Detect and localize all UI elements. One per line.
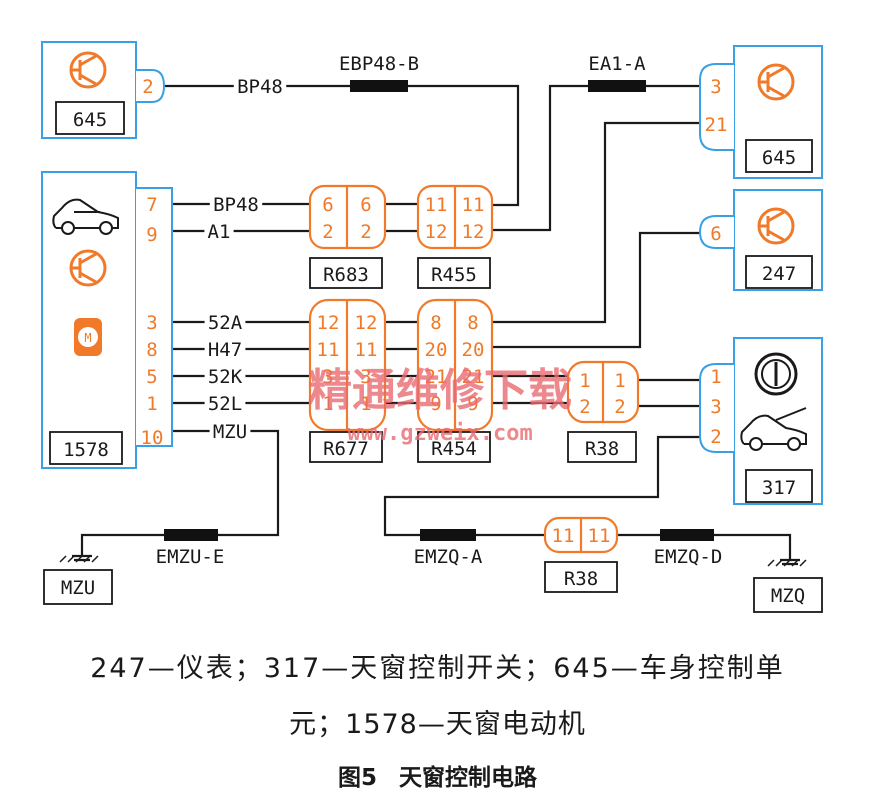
connector-code-r454: R454 (431, 438, 477, 460)
pin-r455-left-1: 12 (425, 221, 448, 243)
pin-645a: 2 (142, 76, 153, 98)
figure-caption: 天窗控制电路 (399, 765, 537, 791)
pin-1578-4: 5 (146, 366, 157, 388)
wire-ea1 (492, 84, 700, 232)
pin-r38a-right-0: 1 (614, 370, 625, 392)
wire-r38-317 (638, 378, 700, 408)
pin-247: 6 (710, 223, 721, 245)
wire-label-52a: 52A (208, 312, 243, 334)
splice-ebp48 (350, 80, 408, 92)
pin-317-1: 3 (710, 396, 721, 418)
pin-317-0: 1 (710, 366, 721, 388)
wire-label-52k: 52K (208, 366, 243, 388)
watermark-url: www.gzweix.com (347, 421, 532, 446)
bcm-icon (757, 207, 795, 245)
pin-r38b-left-0: 11 (552, 525, 575, 547)
figure-number: 图5 (337, 765, 377, 791)
bcm-icon (757, 63, 795, 101)
connector-code-r38a: R38 (585, 438, 619, 460)
wire-247-6 (492, 231, 700, 349)
wire-label-bp48: BP48 (213, 194, 259, 216)
ground-label-mzq: MZQ (771, 585, 805, 607)
module-code-645-a: 645 (73, 109, 107, 131)
pin-1578-0: 7 (146, 194, 157, 216)
connector-code-r455: R455 (431, 264, 477, 286)
wire-label-a1: A1 (208, 221, 231, 243)
splice-label-emzqd: EMZQ-D (654, 546, 723, 568)
pin-r455-left-0: 11 (425, 194, 448, 216)
wire-label-h47: H47 (208, 339, 242, 361)
motor-icon: M (74, 318, 102, 356)
bcm-icon (69, 249, 107, 287)
pin-1578-1: 9 (146, 224, 157, 246)
pin-1578-3: 8 (146, 339, 157, 361)
pin-r677-left-1: 11 (317, 339, 340, 361)
pin-r677-left-0: 12 (317, 312, 340, 334)
pin-r38a-left-0: 1 (579, 370, 590, 392)
ground-label-mzu: MZU (61, 577, 95, 599)
car-icon (52, 198, 119, 235)
dial-icon (754, 352, 798, 396)
pin-r677-right-3: 1 (360, 393, 371, 415)
pin-r677-left-3: 1 (322, 393, 333, 415)
pin-r38a-right-1: 2 (614, 396, 625, 418)
splice-label-emzu: EMZU-E (156, 546, 225, 568)
module-code-1578: 1578 (63, 439, 109, 461)
pin-r454-left-2: 21 (425, 366, 448, 388)
pin-r454-left-0: 8 (430, 312, 441, 334)
splice-emzqd (660, 529, 714, 541)
caption-line-1: 247—仪表；317—天窗控制开关；645—车身控制单 (90, 653, 785, 684)
wire-645-21 (492, 121, 700, 324)
wire-label-52l: 52L (208, 393, 242, 415)
pin-r455-right-0: 11 (462, 194, 485, 216)
pin-r38b-right-0: 11 (588, 525, 611, 547)
pin-r677-right-2: 3 (360, 366, 371, 388)
splice-emzu (164, 529, 218, 541)
pin-r38a-left-1: 2 (579, 396, 590, 418)
pin-r677-right-1: 11 (355, 339, 378, 361)
pin-1578-5: 1 (146, 393, 157, 415)
svg-text:M: M (84, 331, 91, 345)
pin-r683-right-1: 2 (360, 221, 371, 243)
pin-r683-right-0: 6 (360, 194, 371, 216)
pin-r454-left-3: 9 (430, 393, 441, 415)
connector-code-r683: R683 (323, 264, 369, 286)
pin-r683-left-0: 6 (322, 194, 333, 216)
splice-label-emzqa: EMZQ-A (414, 546, 483, 568)
wire-label-mzu: MZU (213, 421, 247, 443)
pin-317-2: 2 (710, 426, 721, 448)
module-code-645-b: 645 (762, 147, 796, 169)
pin-r455-right-1: 12 (462, 221, 485, 243)
pin-645b-0: 3 (710, 76, 721, 98)
splice-emzqa (420, 529, 476, 541)
pin-r683-left-1: 2 (322, 221, 333, 243)
figure-title: 图5 天窗控制电路 (0, 758, 875, 792)
car-icon (740, 407, 807, 451)
pin-r677-left-2: 3 (322, 366, 333, 388)
splice-label-ebp48: EBP48-B (339, 53, 419, 75)
module-code-317: 317 (762, 477, 796, 499)
pin-1578-6: 10 (141, 427, 164, 449)
pin-r454-right-0: 8 (467, 312, 478, 334)
splice-ea1 (588, 80, 646, 92)
caption-line-2: 元；1578—天窗电动机 (289, 709, 586, 740)
pin-r454-left-1: 20 (425, 339, 448, 361)
module-code-247: 247 (762, 263, 796, 285)
pin-r454-right-3: 9 (467, 393, 478, 415)
pin-645b-1: 21 (705, 114, 728, 136)
wire-317-2 (383, 435, 792, 560)
watermark-cn: 精通维修下载 (308, 365, 572, 416)
pin-r677-right-0: 12 (355, 312, 378, 334)
bcm-icon (69, 51, 107, 89)
connector-code-r677: R677 (323, 438, 369, 460)
pin-r454-right-2: 21 (462, 366, 485, 388)
pin-1578-2: 3 (146, 312, 157, 334)
splice-label-ea1: EA1-A (588, 53, 646, 75)
pin-r454-right-1: 20 (462, 339, 485, 361)
wire-label-bp48-top: BP48 (237, 76, 283, 98)
connector-code-r38b: R38 (564, 568, 598, 590)
